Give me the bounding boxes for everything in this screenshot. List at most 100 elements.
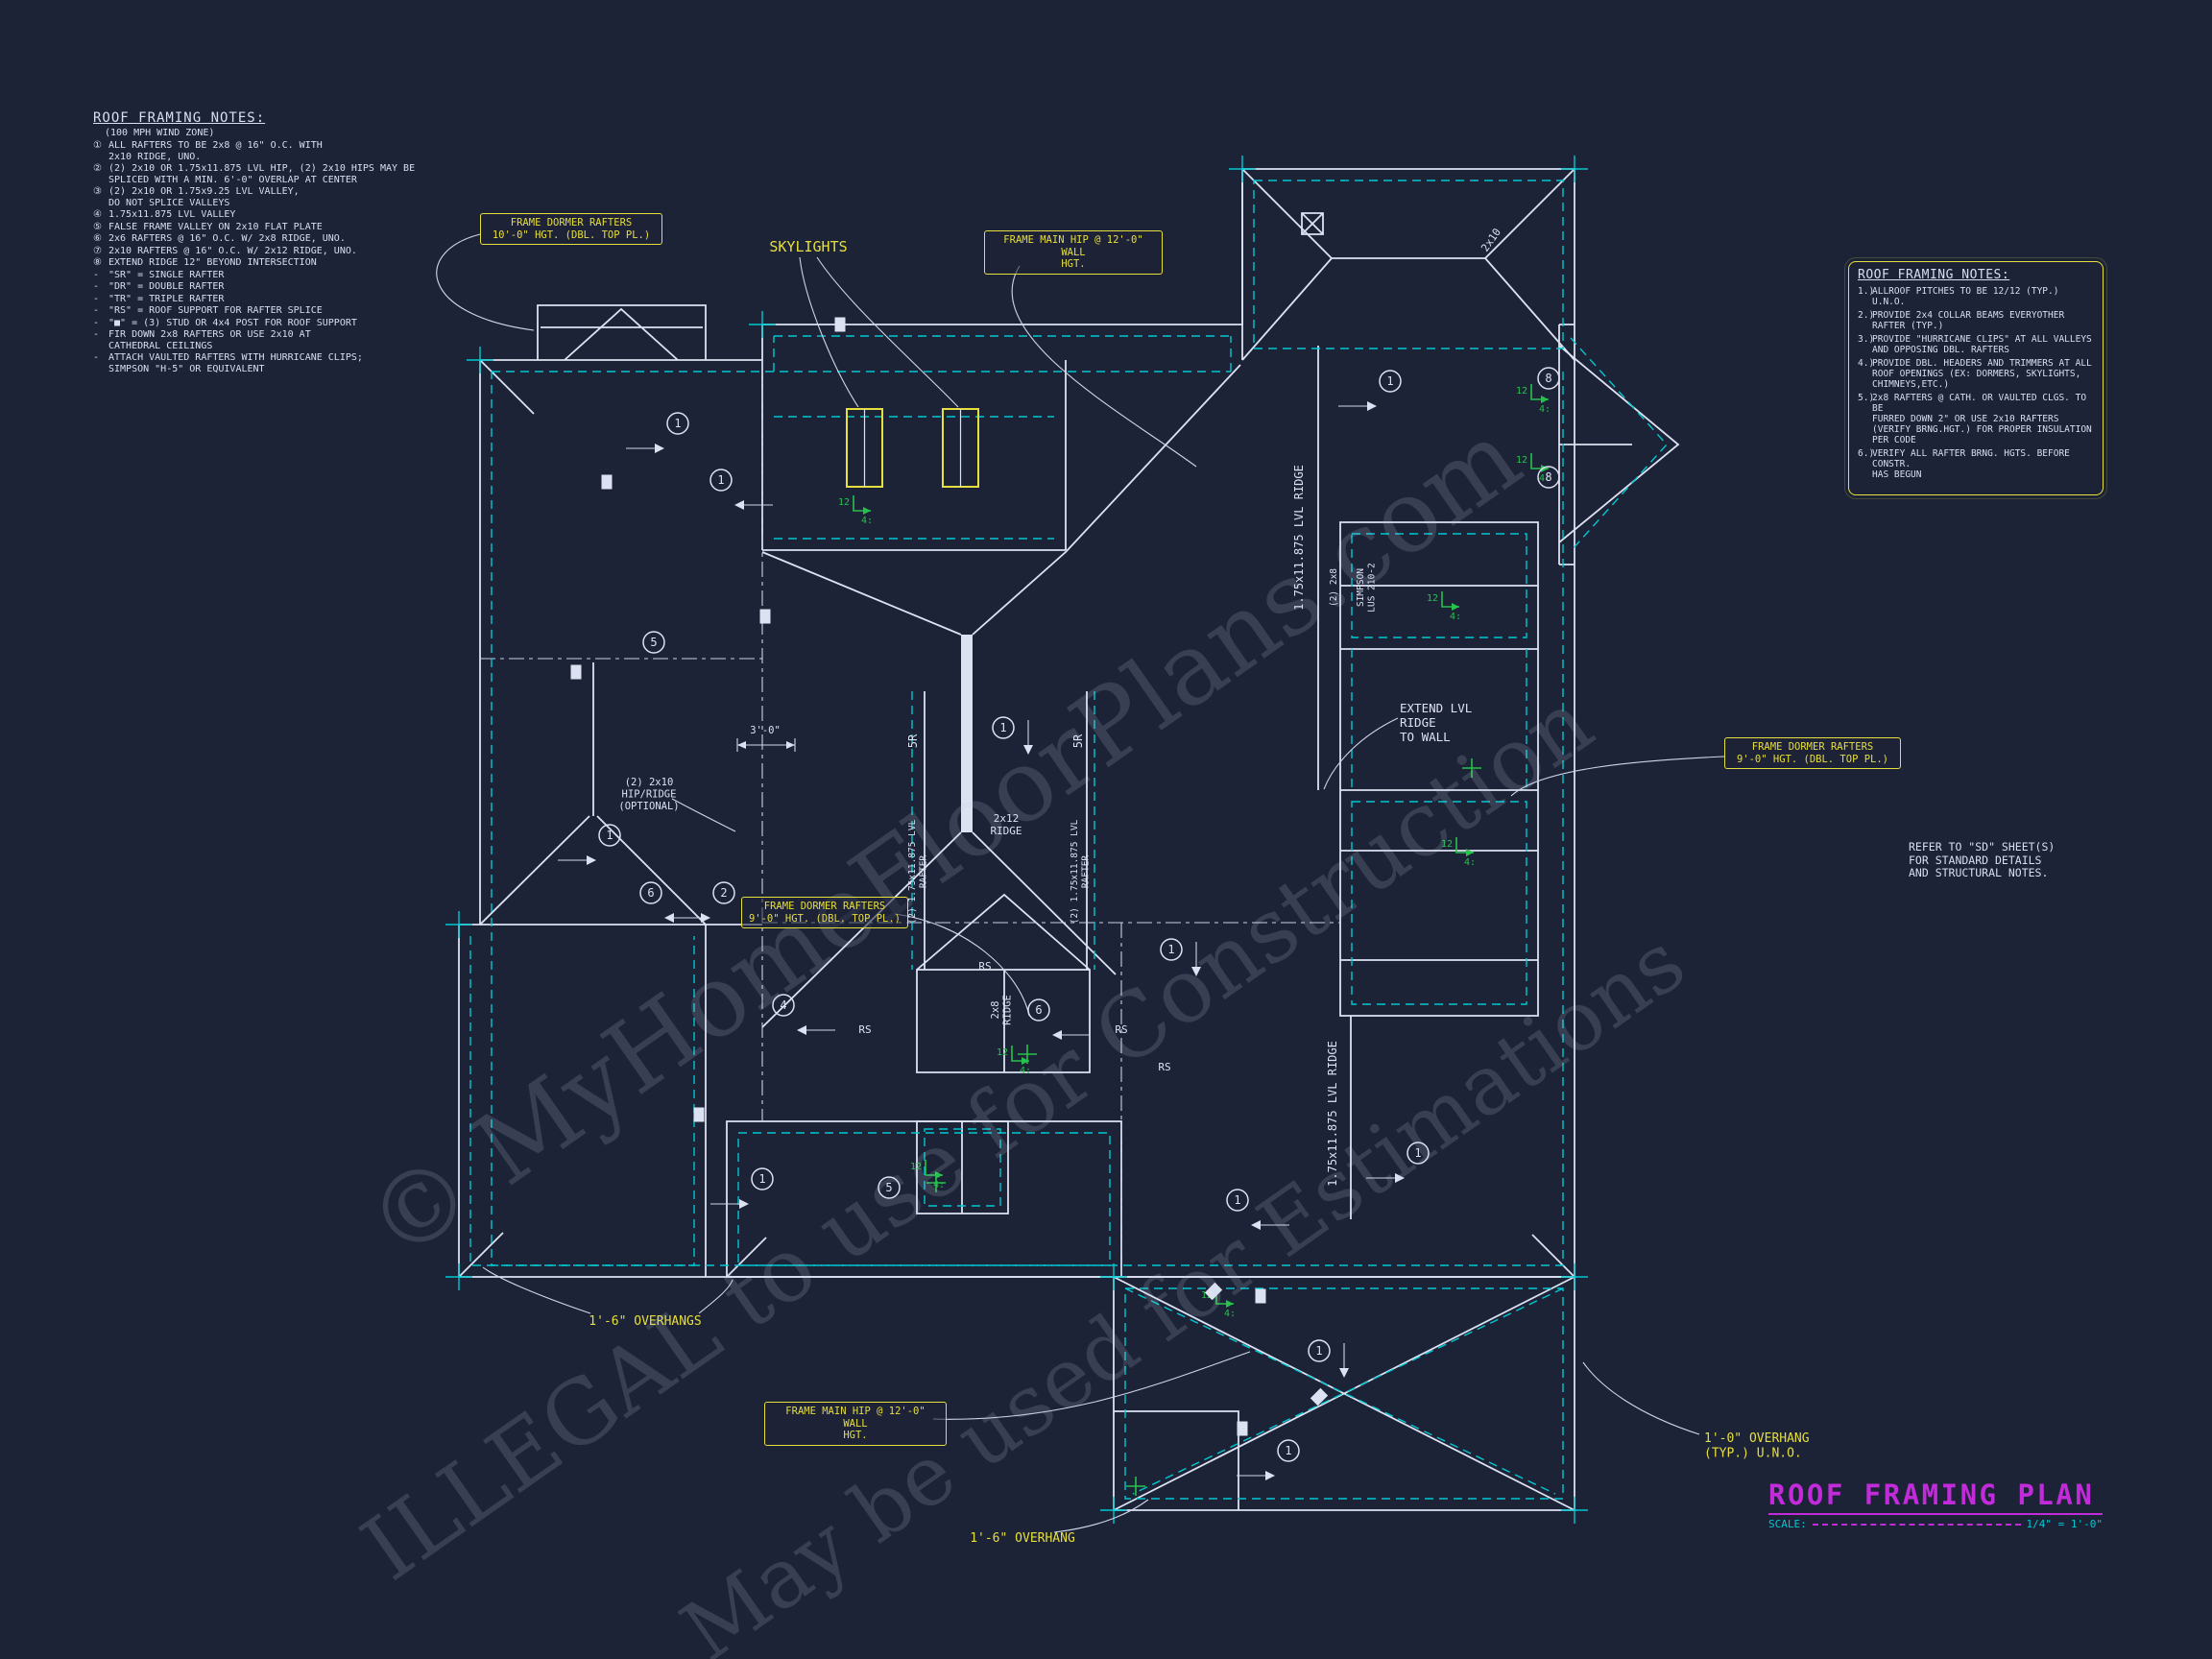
roof-support-post [759, 609, 771, 624]
note-number: - [93, 269, 100, 280]
note-text: ALLROOF PITCHES TO BE 12/12 (TYP.) U.N.O… [1872, 286, 2059, 307]
title-block: ROOF FRAMING PLAN SCALE: 1/4" = 1'-0" [1768, 1479, 2103, 1530]
pitch-marker: 124: [910, 1160, 945, 1190]
svg-text:4:: 4: [1020, 1066, 1031, 1076]
note-text: 1.75x11.875 LVL VALLEY [108, 209, 236, 220]
svg-text:2: 2 [720, 886, 727, 900]
note-ref-marker: 1 [992, 716, 1033, 755]
note-text: PROVIDE "HURRICANE CLIPS" AT ALL VALLEYS… [1872, 334, 2092, 355]
refer-sd-note: REFER TO "SD" SHEET(S) FOR STANDARD DETA… [1909, 840, 2056, 879]
roof-support-label: RS [978, 960, 991, 973]
note-ref-marker: 1 [1226, 1189, 1289, 1230]
simpson-label: SIMPSONLUS 210-2 [1356, 563, 1377, 612]
svg-text:12: 12 [997, 1047, 1008, 1058]
note-ref-marker: 1 [1160, 938, 1201, 976]
note-number: - [93, 281, 100, 292]
overhang-label: 1'-6" OVERHANGS [589, 1314, 701, 1329]
note-item: 1.)ALLROOF PITCHES TO BE 12/12 (TYP.) U.… [1858, 286, 2094, 307]
note-text: "DR" = DOUBLE RAFTER [108, 281, 225, 292]
note-item: ⑦ 2x10 RAFTERS @ 16" O.C. W/ 2x12 RIDGE, … [93, 246, 448, 257]
callout-box: FRAME DORMER RAFTERS 9'-0" HGT. (DBL. TO… [741, 897, 908, 928]
note-number: 4.) [1858, 358, 1875, 369]
svg-text:8: 8 [1545, 372, 1551, 385]
callout-box: FRAME MAIN HIP @ 12'-0" WALL HGT. [764, 1402, 947, 1446]
note-text: "SR" = SINGLE RAFTER [108, 269, 225, 280]
callout-box: FRAME MAIN HIP @ 12'-0" WALL HGT. [984, 230, 1163, 275]
right-notes-title: ROOF FRAMING NOTES: [1858, 268, 2010, 282]
note-ref-marker: 5 [642, 631, 665, 654]
note-number: 5.) [1858, 393, 1875, 403]
note-text: "■" = (3) STUD OR 4x4 POST FOR ROOF SUPP… [108, 317, 357, 328]
wall-plate-boxes [1351, 533, 1527, 1005]
overhang-label: 1'-6" OVERHANG [970, 1531, 1075, 1546]
svg-text:4:: 4: [933, 1180, 945, 1190]
svg-text:8: 8 [1545, 470, 1551, 484]
note-number: - [93, 317, 100, 328]
note-item: -"SR" = SINGLE RAFTER [93, 270, 448, 281]
note-text: 2x8 RAFTERS @ CATH. OR VAULTED CLGS. TO … [1872, 393, 2092, 445]
note-number: ⑦ [93, 245, 102, 256]
roof-support-post [1237, 1421, 1248, 1436]
callout-box: FRAME DORMER RAFTERS 9'-0" HGT. (DBL. TO… [1724, 737, 1901, 769]
note-number: 3.) [1858, 334, 1875, 345]
scale-row: SCALE: 1/4" = 1'-0" [1768, 1518, 2103, 1530]
member-label: 2x10 [1479, 226, 1503, 253]
note-ref-marker: 5 [878, 1176, 901, 1199]
roof-support-label: RS [1158, 1061, 1170, 1073]
note-number: ① [93, 140, 102, 151]
note-ref-marker: 8 [1537, 367, 1560, 390]
svg-text:5: 5 [650, 636, 657, 649]
note-number: ⑧ [93, 257, 102, 268]
central-hips [761, 364, 1241, 1028]
sheet-title: ROOF FRAMING PLAN [1768, 1479, 2103, 1515]
note-ref-marker: 1 [1338, 370, 1402, 411]
roof-support-post [1204, 1282, 1223, 1301]
pitch-marker: 124: [838, 495, 873, 526]
ridge-label: 2x8RIDGE [990, 995, 1014, 1025]
note-text: 2x10 RAFTERS @ 16" O.C. W/ 2x12 RIDGE, U… [108, 245, 357, 256]
pitch-marker: 124: [1427, 591, 1461, 622]
note-number: 6.) [1858, 448, 1875, 459]
lvl-ridge-label: 1.75x11.875 LVL RIDGE [1326, 1041, 1339, 1187]
note-ref-marker: 1 [1237, 1439, 1300, 1480]
note-ref-marker: 6 [1027, 998, 1091, 1040]
svg-text:1: 1 [1285, 1444, 1291, 1457]
note-item: 5.)2x8 RAFTERS @ CATH. OR VAULTED CLGS. … [1858, 393, 2094, 445]
roof-support-post [601, 474, 613, 490]
note-ref-marker: 1 [626, 412, 689, 453]
top-dormer [537, 304, 707, 361]
roof-support-post [570, 664, 582, 680]
lvl-rafter-label: (2) 1.75x11.875 LVLRAFTER [1070, 819, 1091, 924]
note-number: ④ [93, 209, 102, 220]
note-text: (2) 2x10 OR 1.75x11.875 LVL HIP, (2) 2x1… [108, 163, 416, 185]
svg-text:1: 1 [758, 1172, 765, 1186]
svg-text:12: 12 [1201, 1290, 1213, 1301]
note-item: ②(2) 2x10 OR 1.75x11.875 LVL HIP, (2) 2x… [93, 163, 448, 185]
note-ref-marker: 6 [639, 881, 703, 923]
lvl-ridge-bar [961, 635, 973, 832]
wall-plate-misc [469, 416, 1111, 1266]
note-number: ⑥ [93, 233, 102, 244]
svg-text:4:: 4: [1539, 404, 1551, 415]
svg-text:1: 1 [606, 829, 613, 842]
note-ref-marker: 1 [1366, 1142, 1430, 1183]
pitch-markers-group: 124:124:124:124:124:124:124:124: [838, 384, 1551, 1319]
note-item: -"DR" = DOUBLE RAFTER [93, 281, 448, 293]
svg-text:4:: 4: [861, 516, 873, 526]
left-notes-subtitle: (100 MPH WIND ZONE) [105, 127, 215, 138]
right-notes-panel: ROOF FRAMING NOTES: 1.)ALLROOF PITCHES T… [1848, 261, 2104, 495]
note-text: FIR DOWN 2x8 RAFTERS OR USE 2x10 AT CATH… [108, 329, 311, 351]
roof-support-label: RS [1115, 1023, 1127, 1036]
note-item: -"■" = (3) STUD OR 4x4 POST FOR ROOF SUP… [93, 318, 448, 329]
note-ref-marker: 2 [672, 881, 735, 923]
note-ref-marker: 1 [1308, 1339, 1349, 1378]
left-notes-title: ROOF FRAMING NOTES: [93, 110, 266, 126]
